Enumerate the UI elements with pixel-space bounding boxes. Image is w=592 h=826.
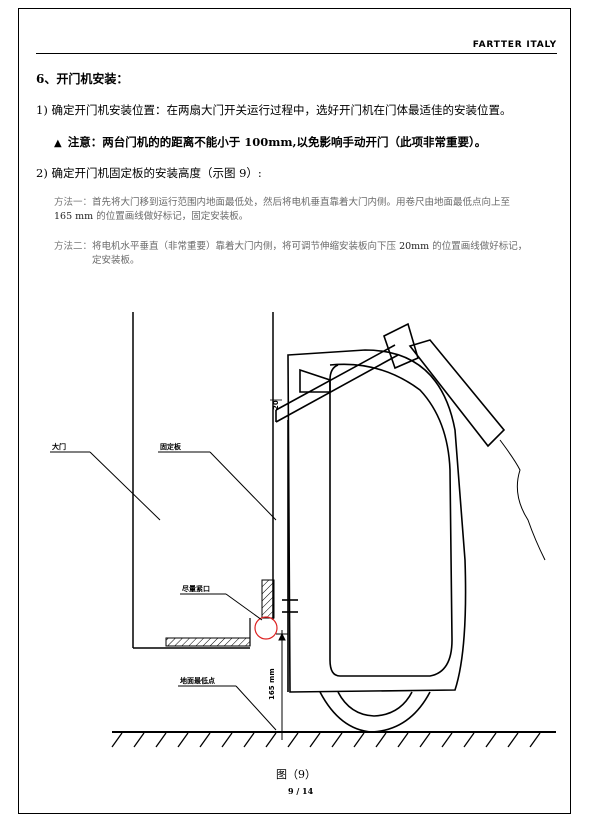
- ground-hatch-stroke: [331, 732, 343, 748]
- motor-body: [282, 349, 467, 693]
- header-rule: [36, 53, 557, 54]
- page-number: 9 / 14: [288, 786, 314, 796]
- motor-wheel: [319, 691, 431, 733]
- offset-dimension-label: 20: [272, 400, 280, 410]
- step-1: 1) 确定开门机安装位置：在两扇大门开关运行过程中，选好开门机在门体最适佳的安装…: [36, 103, 512, 117]
- step-2: 2) 确定开门机固定板的安装高度（示图 9）:: [36, 166, 262, 180]
- method-1-line1: 首先将大门移到运行范围内地面最低处，然后将电机垂直靠着大门内侧。用卷尺由地面最低…: [92, 197, 511, 208]
- ground-hatch-stroke: [507, 732, 519, 748]
- fixing-plate-hatched: [261, 579, 275, 619]
- ground-hatch-stroke: [441, 732, 453, 748]
- ground-hatch-stroke: [353, 732, 365, 748]
- fixing-plate-label: 固定板: [160, 442, 182, 451]
- ground-hatch-stroke: [155, 732, 167, 748]
- ground-hatch-stroke: [199, 732, 211, 748]
- method-2: 方法二：将电机水平垂直（非常重要）靠着大门内侧，将可调节伸缩安装板向下压 20m…: [54, 240, 559, 268]
- method-1-label: 方法一：: [54, 197, 93, 208]
- ground-hatch-stroke: [419, 732, 431, 748]
- gate-outline: [132, 312, 274, 649]
- ground-hatch-stroke: [265, 732, 277, 748]
- method-2-line2: 定安装板。: [92, 255, 140, 266]
- section-title: 6、开门机安装：: [36, 72, 129, 86]
- ground-hatch-stroke: [243, 732, 255, 748]
- method-1-line2: 的位置画线做好标记，固定安装板。: [96, 211, 249, 222]
- power-cable: [499, 439, 546, 561]
- method-2-line1b: 的位置画线做好标记，: [432, 241, 528, 252]
- method-1-value: 165 mm: [54, 211, 94, 222]
- gap-label: 尽量紧口: [182, 584, 210, 593]
- ground-hatch-stroke: [133, 732, 145, 748]
- page-frame: [18, 8, 571, 814]
- method-2-line1a: 将电机水平垂直（非常重要）靠着大门内侧，将可调节伸缩安装板向下压: [92, 241, 397, 252]
- ground-hatch-stroke: [309, 732, 321, 748]
- ground-hatch-stroke: [375, 732, 387, 748]
- warning-text: 注意：两台门机的的距离不能小于 100mm,以免影响手动开门（此项非常重要）。: [67, 135, 487, 149]
- figure-caption: 图（9）: [276, 768, 316, 781]
- gap-highlight-circle: [254, 616, 278, 640]
- gate-arm: [275, 322, 506, 448]
- ground-hatch-stroke: [177, 732, 189, 748]
- ground-hatch-stroke: [111, 732, 123, 748]
- ground-hatch-stroke: [221, 732, 233, 748]
- ground-hatch-stroke: [397, 732, 409, 748]
- gate-bottom-bracket: [165, 637, 251, 647]
- method-2-label: 方法二：: [54, 241, 93, 252]
- height-dimension: [276, 630, 288, 740]
- ground-hatch-stroke: [485, 732, 497, 748]
- ground-hatch-stroke: [529, 732, 541, 748]
- ground-hatch-stroke: [287, 732, 299, 748]
- gate-label: 大门: [52, 442, 66, 451]
- ground-lowest-label: 地面最低点: [180, 676, 215, 685]
- method-2-value: 20mm: [399, 241, 430, 252]
- method-1: 方法一：首先将大门移到运行范围内地面最低处，然后将电机垂直靠着大门内侧。用卷尺由…: [54, 196, 559, 224]
- label-leaders: [50, 451, 277, 731]
- brand-name: FARTTER ITALY: [472, 40, 557, 50]
- warning-note: ▲ 注意：两台门机的的距离不能小于 100mm,以免影响手动开门（此项非常重要）。: [54, 134, 486, 150]
- height-dimension-label: 165 mm: [268, 668, 276, 700]
- ground-hatch-stroke: [463, 732, 475, 748]
- warning-icon: ▲: [54, 138, 62, 149]
- ground-hatching: [111, 732, 541, 748]
